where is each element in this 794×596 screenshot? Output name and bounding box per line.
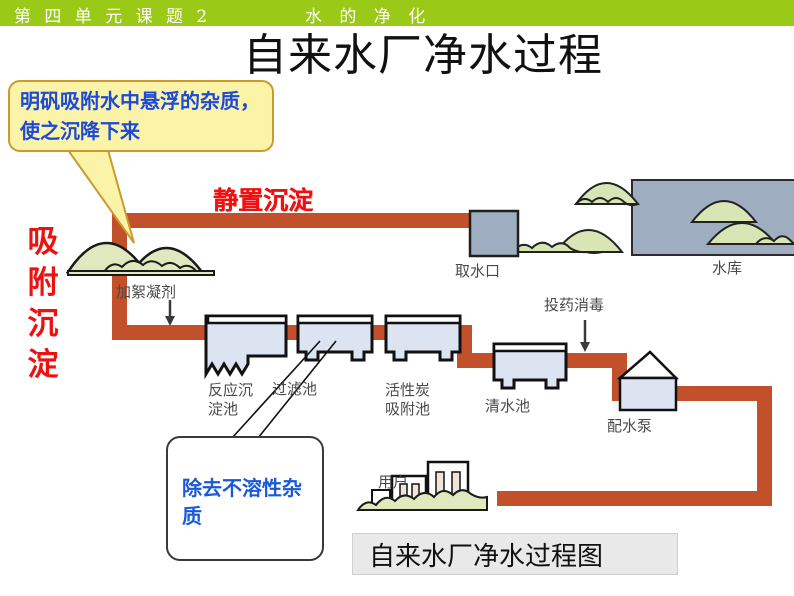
label-reservoir: 水库 [712,259,743,277]
clear-water-tank-shape [492,342,568,390]
filter-tank-shape [296,314,374,362]
label-distribution-pump: 配水泵 [607,417,653,435]
coagulant-arrow [165,300,175,326]
yellow-callout-tail [66,149,135,244]
label-adsorption-char-2: 附 [27,265,59,301]
label-adsorption-char-1: 吸 [27,224,59,260]
label-adsorption-char-4: 淀 [27,347,59,383]
callout-alum-adsorption: 明矾吸附水中悬浮的杂质，使之沉降下来 [8,80,274,152]
label-activated-carbon-tank: 活性炭吸附池 [385,381,431,418]
distribution-pump-shape [616,350,680,412]
header-unit-title: 第 四 单 元 课 题 2 [14,7,212,27]
water-intake-box [468,209,520,258]
sedimentation-hills [65,241,215,276]
label-settling: 静置沉淀 [213,186,314,215]
reaction-settling-tank-shape [204,314,288,380]
diagram-caption: 自来水厂净水过程图 [352,533,678,575]
header-bar: 第 四 单 元 课 题 2 水 的 净 化 [0,0,794,27]
callout-alum-adsorption-text: 明矾吸附水中悬浮的杂质，使之沉降下来 [20,89,260,143]
label-water-intake: 取水口 [455,262,501,280]
label-filter-tank: 过滤池 [272,380,318,398]
label-adsorption-char-3: 沉 [27,306,59,342]
disinfection-arrow [580,320,590,352]
label-adsorption-settling-vertical: 吸 附 沉 淀 [24,222,62,386]
header-topic-title: 水 的 净 化 [305,7,432,27]
page-title: 自来水厂净水过程 [243,30,603,81]
label-reaction-settling-tank: 反应沉淀池 [208,381,254,418]
label-coagulant: 加絮凝剂 [116,283,177,301]
white-callout-leader-lines [231,340,337,439]
users-buildings [356,460,488,511]
callout-remove-insoluble-text: 除去不溶性杂质 [182,476,302,528]
callout-remove-insoluble: 除去不溶性杂质 [166,436,324,561]
reservoir-group [509,179,794,256]
activated-carbon-tank-shape [384,314,462,362]
label-clear-water-tank: 清水池 [485,397,531,415]
label-disinfection: 投药消毒 [544,296,605,314]
label-users: 用户 [378,473,409,491]
diagram-caption-text: 自来水厂净水过程图 [369,542,604,572]
